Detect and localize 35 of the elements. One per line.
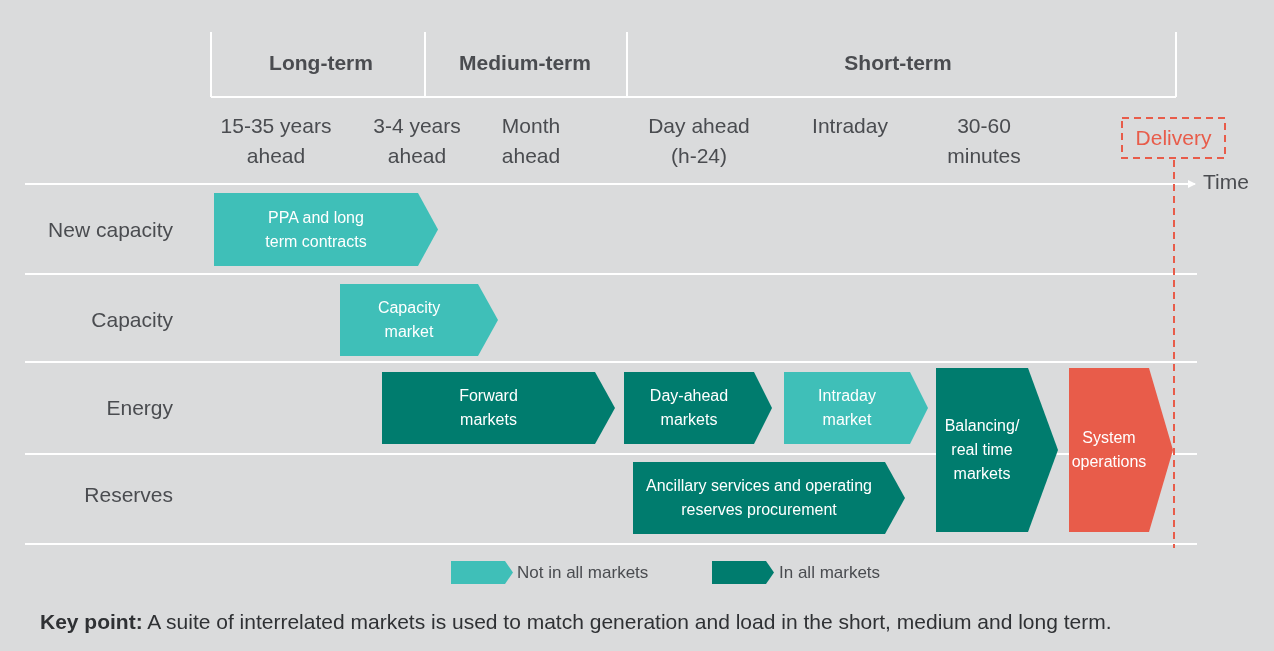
block-label: Ancillary services and operating reserves procurement [645,476,873,520]
period-heading: Long-term [268,50,374,76]
time-label: 15-35 years ahead [219,113,333,169]
time-label: Day ahead (h-24) [647,113,751,169]
time-label: Month ahead [500,113,562,169]
market-block [633,462,905,534]
market-block [784,372,928,444]
block-label: Capacity market [376,298,442,342]
block-label: Day-ahead markets [648,386,730,430]
market-block [624,372,772,444]
dashed-marker-box [1121,117,1226,159]
row-label: Energy [105,395,173,421]
time-label: 30-60 minutes [946,113,1022,169]
market-block [936,368,1058,532]
block-label: Balancing/ real time markets [943,416,1021,484]
market-block [214,193,438,266]
row-label: Reserves [83,482,173,508]
block-label: Intraday market [817,386,877,430]
market-block [1069,368,1173,532]
period-heading: Medium-term [458,50,592,76]
legend-label: Not in all markets [517,562,649,584]
row-label: New capacity [47,217,173,243]
caption: Key point: A suite of interrelated markets is used to match generation and load in the short, medium and long term. [40,609,1112,635]
time-label: 3-4 years ahead [372,113,462,169]
block-label: PPA and long term contracts [264,207,368,252]
period-heading: Short-term [843,50,953,76]
block-label: Forward markets [458,386,519,430]
legend-label: In all markets [779,562,881,584]
time-label: Intraday [811,113,889,139]
marker-label: Delivery [1135,126,1212,150]
market-block [382,372,615,444]
axis-label: Time [1203,169,1250,195]
row-label: Capacity [90,307,173,333]
block-label: System operations [1070,428,1148,472]
market-block [340,284,498,356]
